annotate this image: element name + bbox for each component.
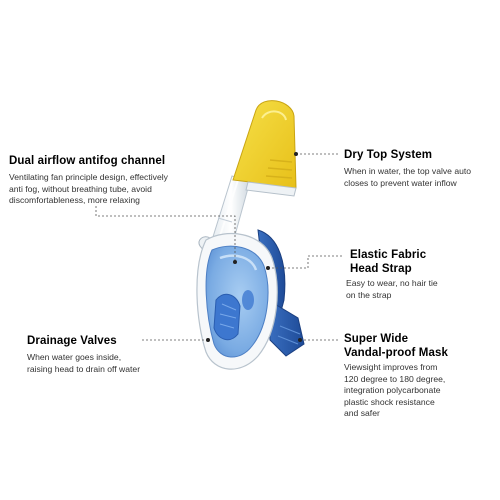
dot-wide-view <box>298 338 302 342</box>
callout-dry-top: Dry Top System When in water, the top va… <box>344 148 471 189</box>
callout-description: Easy to wear, no hair tie on the strap <box>346 278 438 300</box>
dot-dry-top <box>294 152 298 156</box>
dot-dual-airflow <box>233 260 237 264</box>
callout-title: Drainage Valves <box>27 335 117 347</box>
dry-top-valve <box>232 100 297 197</box>
mask-lens <box>205 245 269 358</box>
callout-description: Ventilating fan principle design, effect… <box>9 172 168 205</box>
callout-wide-view: Super Wide Vandal-proof Mask Viewsight i… <box>344 332 448 420</box>
dot-drainage <box>206 338 210 342</box>
callout-dual-airflow: Dual airflow antifog channel Ventilating… <box>9 154 168 207</box>
leader-head-strap <box>268 255 342 269</box>
callout-description: When in water, the top valve auto closes… <box>344 166 472 188</box>
leader-dual-airflow <box>95 206 236 262</box>
callout-description: Viewsight improves from 120 degree to 18… <box>344 362 446 418</box>
callout-head-strap: Elastic Fabric Head Strap Easy to wear, … <box>346 248 438 301</box>
callout-title: Dual airflow antifog channel <box>9 155 166 167</box>
callout-title: Elastic Fabric Head Strap <box>350 249 427 275</box>
callout-title: Dry Top System <box>344 149 433 161</box>
callout-description: When water goes inside, raising head to … <box>27 352 141 374</box>
leader-dots <box>206 152 302 342</box>
dot-head-strap <box>266 266 270 270</box>
leader-lines <box>95 153 342 341</box>
callout-drainage: Drainage Valves When water goes inside, … <box>27 334 140 375</box>
callout-title: Super Wide Vandal-proof Mask <box>344 333 448 359</box>
